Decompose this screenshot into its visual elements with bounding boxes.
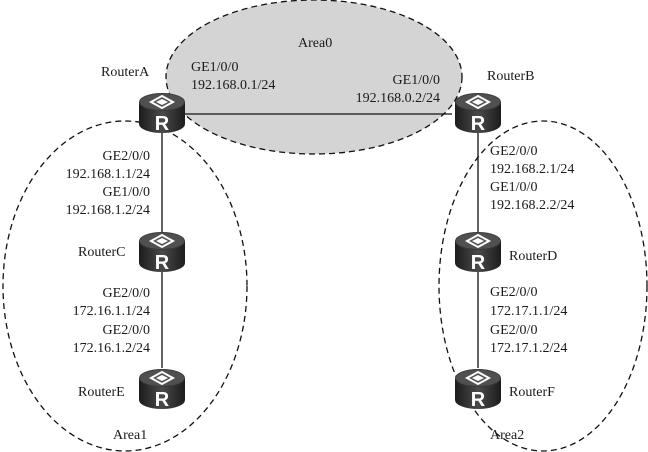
router-b-ge2-if: GE2/0/0 [490,144,537,159]
router-e-label: RouterE [78,385,125,400]
router-a-label: RouterA [101,65,150,80]
router-d-label: RouterD [509,249,557,264]
router-b-ge1-ip: 192.168.0.2/24 [356,91,440,106]
router-d-ge1-if: GE1/0/0 [490,180,537,195]
router-f-ge2-if: GE2/0/0 [490,323,537,338]
area2-region [438,120,648,452]
router-e-ge2-ip: 172.16.1.2/24 [73,341,150,356]
router-b-ge2-ip: 192.168.2.1/24 [490,162,574,177]
router-c-ge2-ip: 172.16.1.1/24 [73,304,150,319]
router-c-icon [138,231,186,275]
router-e-icon [138,368,186,412]
router-d-ge2-if: GE2/0/0 [490,285,537,300]
router-d-ge2-ip: 172.17.1.1/24 [490,304,567,319]
router-c-ge1-ip: 192.168.1.2/24 [66,203,150,218]
router-a-icon [138,92,186,136]
area1-region [2,120,248,452]
area0-label: Area0 [298,36,332,51]
router-a-ge1-ip: 192.168.0.1/24 [191,78,275,93]
router-a-ge2-ip: 192.168.1.1/24 [66,167,150,182]
router-d-icon [454,231,502,275]
router-f-ge2-ip: 172.17.1.2/24 [490,341,567,356]
area0-region [165,0,463,155]
area2-label: Area2 [490,428,524,443]
router-b-label: RouterB [487,69,534,84]
router-b-ge1-if: GE1/0/0 [393,73,440,88]
router-c-ge1-if: GE1/0/0 [103,185,150,200]
router-a-ge2-if: GE2/0/0 [103,149,150,164]
router-f-icon [454,368,502,412]
area1-label: Area1 [113,428,147,443]
router-d-ge1-ip: 192.168.2.2/24 [490,198,574,213]
router-f-label: RouterF [509,385,555,400]
router-b-icon [454,92,502,136]
router-c-ge2-if: GE2/0/0 [103,286,150,301]
router-e-ge2-if: GE2/0/0 [103,323,150,338]
router-a-ge1-if: GE1/0/0 [191,60,238,75]
router-c-label: RouterC [78,245,125,260]
